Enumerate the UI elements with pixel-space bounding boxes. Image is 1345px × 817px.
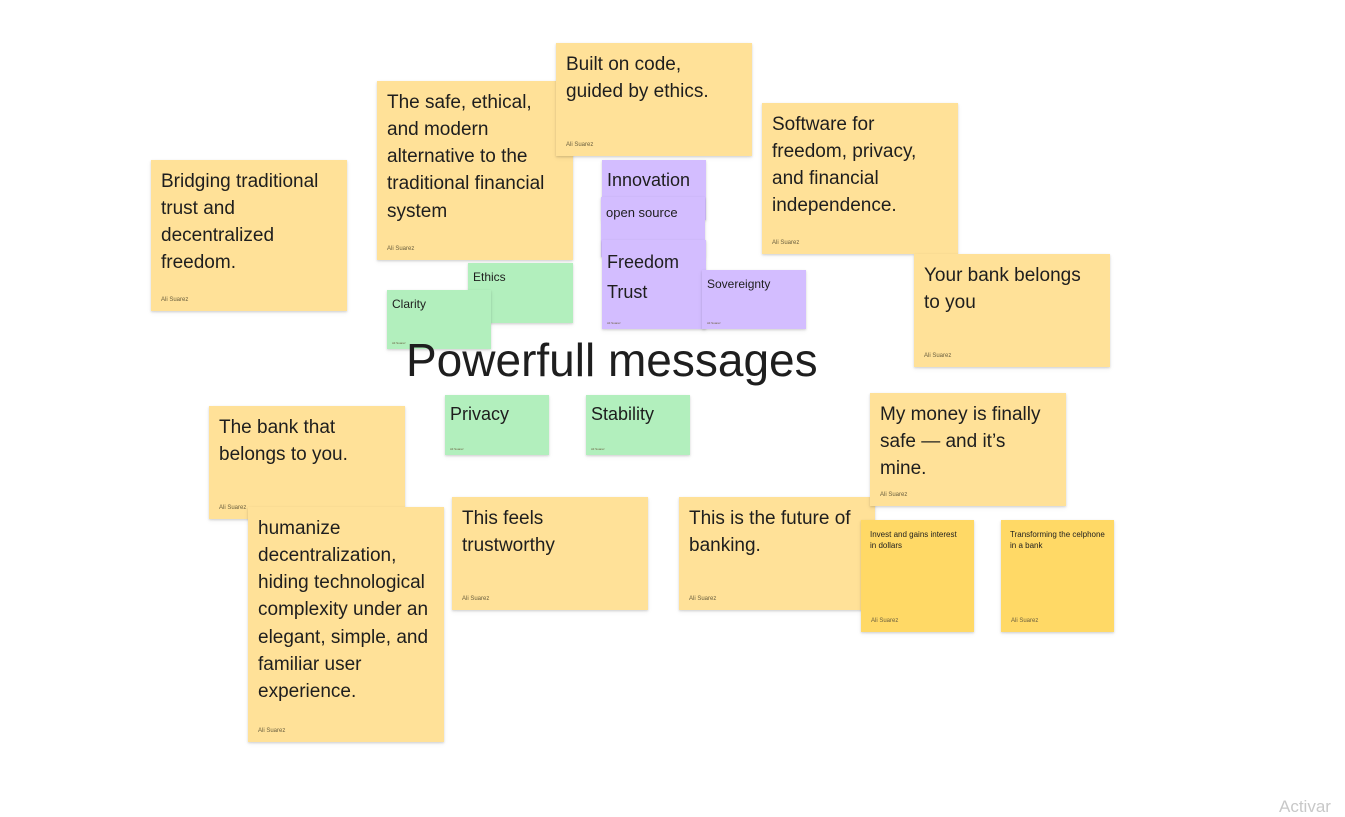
sticky-note-freedom-trust[interactable]: Freedom Trust Ali Suarez	[602, 240, 706, 329]
sticky-note-humanize[interactable]: humanize decentralization, hiding techno…	[248, 507, 444, 742]
board-title[interactable]: Powerfull messages	[406, 334, 818, 386]
note-author: Ali Suarez	[871, 618, 899, 624]
note-text: Invest and gains interest in dollars	[870, 530, 957, 550]
sticky-note-invest[interactable]: Invest and gains interest in dollars Ali…	[861, 520, 974, 632]
note-text: humanize decentralization, hiding techno…	[258, 518, 429, 702]
note-author: Ali Suarez	[880, 492, 908, 498]
note-text: This feels trustworthy	[462, 508, 555, 557]
note-author: Ali Suarez	[462, 596, 490, 602]
note-text: Innovation	[607, 170, 691, 190]
sticky-note-bridging[interactable]: Bridging traditional trust and decentral…	[151, 160, 347, 311]
sticky-note-trustworthy[interactable]: This feels trustworthy Ali Suarez	[452, 497, 648, 610]
note-text: Sovereignty	[707, 277, 771, 291]
sticky-note-privacy[interactable]: Privacy Ali Suarez	[445, 395, 549, 455]
note-text: Transforming the celphone in a bank	[1010, 530, 1105, 550]
sticky-note-future[interactable]: This is the future of banking. Ali Suare…	[679, 497, 875, 610]
note-author: Ali Suarez	[450, 447, 464, 451]
note-author: Ali Suarez	[219, 505, 247, 511]
sticky-note-bank-belongs[interactable]: The bank that belongs to you. Ali Suarez	[209, 406, 405, 519]
sticky-note-stability[interactable]: Stability Ali Suarez	[586, 395, 690, 455]
sticky-note-my-money[interactable]: My money is finally safe — and it’s mine…	[870, 393, 1066, 506]
note-text: The safe, ethical, and modern alternativ…	[387, 92, 545, 222]
note-author: Ali Suarez	[707, 321, 721, 325]
note-text: This is the future of banking.	[689, 508, 851, 557]
note-author: Ali Suarez	[161, 297, 189, 303]
note-author: Ali Suarez	[591, 447, 605, 451]
note-text: Ethics	[473, 270, 506, 284]
sticky-note-built-on-code[interactable]: Built on code, guided by ethics. Ali Sua…	[556, 43, 752, 156]
note-text: Clarity	[392, 297, 427, 311]
note-text: Software for freedom, privacy, and finan…	[772, 114, 917, 217]
sticky-note-your-bank[interactable]: Your bank belongs to you Ali Suarez	[914, 254, 1110, 367]
note-author: Ali Suarez	[607, 321, 621, 325]
note-text: Built on code, guided by ethics.	[566, 54, 709, 103]
note-author: Ali Suarez	[392, 341, 406, 345]
sticky-note-safe-ethical[interactable]: The safe, ethical, and modern alternativ…	[377, 81, 573, 260]
note-author: Ali Suarez	[689, 596, 717, 602]
note-text: My money is finally safe — and it’s mine…	[880, 404, 1041, 480]
note-text: open source	[606, 205, 678, 220]
note-text: Your bank belongs to you	[924, 265, 1081, 314]
note-author: Ali Suarez	[258, 728, 286, 734]
note-text: Freedom Trust	[607, 252, 680, 302]
note-text: Bridging traditional trust and decentral…	[161, 171, 319, 274]
note-text: Stability	[591, 404, 655, 424]
sticky-note-transforming[interactable]: Transforming the celphone in a bank Ali …	[1001, 520, 1114, 632]
note-text: The bank that belongs to you.	[219, 417, 348, 466]
note-author: Ali Suarez	[566, 142, 594, 148]
note-author: Ali Suarez	[924, 353, 952, 359]
sticky-note-software[interactable]: Software for freedom, privacy, and finan…	[762, 103, 958, 254]
sticky-note-clarity[interactable]: Clarity Ali Suarez	[387, 290, 491, 349]
activation-watermark: Activar	[1279, 797, 1331, 816]
sticky-note-sovereignty[interactable]: Sovereignty Ali Suarez	[702, 270, 806, 329]
note-author: Ali Suarez	[387, 246, 415, 252]
note-author: Ali Suarez	[772, 240, 800, 246]
note-text: Privacy	[450, 404, 510, 424]
note-author: Ali Suarez	[1011, 618, 1039, 624]
